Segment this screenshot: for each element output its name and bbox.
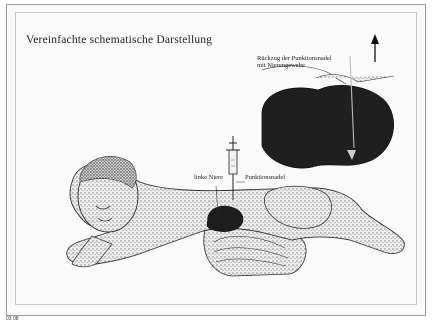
label-withdrawal-line2: mit Nierengewebe (257, 62, 305, 69)
label-needle: Punktionsnadel (245, 174, 285, 181)
kidney-magnified (262, 56, 394, 168)
patient-head (78, 156, 138, 232)
label-withdrawal-line1: Rückzug der Punktionsnadel (257, 55, 332, 62)
footer-code: 03 08 (6, 316, 19, 322)
withdrawal-arrow-icon (371, 34, 379, 62)
label-kidney-left: linke Niere (194, 174, 223, 181)
diagram-title: Vereinfachte schematische Darstellung (26, 34, 212, 46)
